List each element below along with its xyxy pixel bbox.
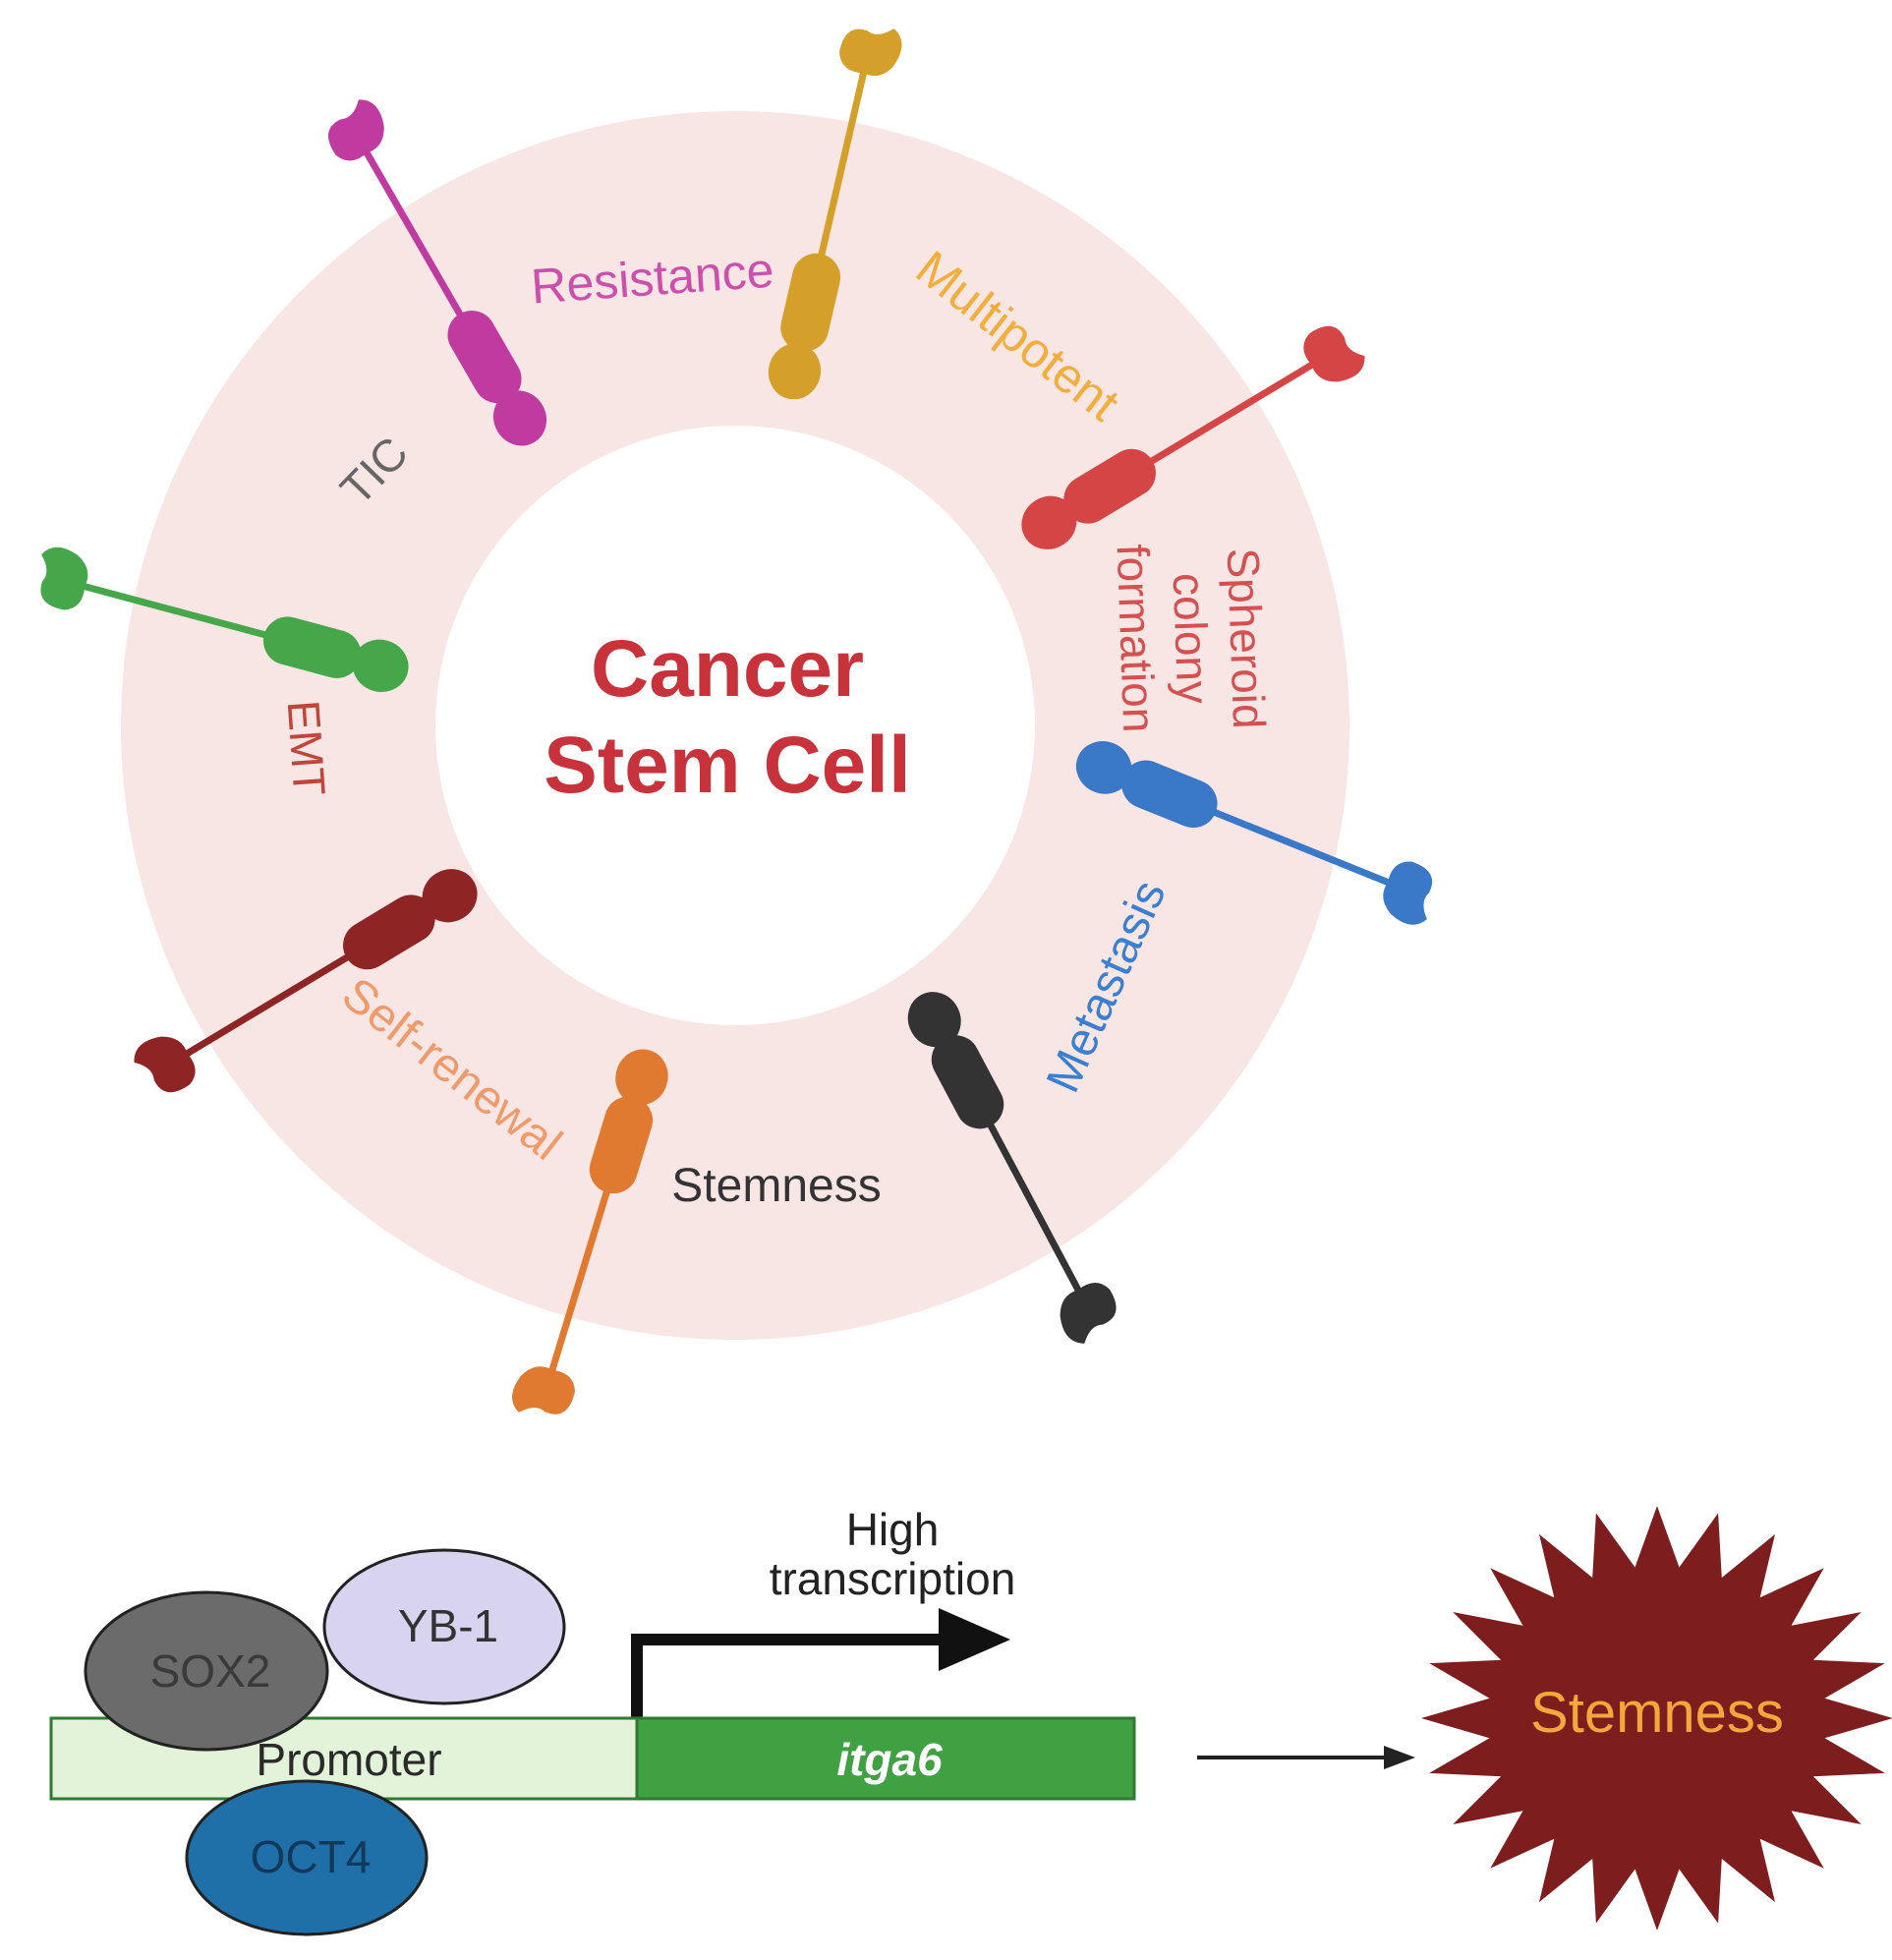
yb1-label: YB-1: [398, 1600, 498, 1651]
oct4-factor: [185, 1779, 429, 1936]
stemness-starburst: [1421, 1506, 1892, 1931]
result-arrow-head: [1384, 1746, 1415, 1769]
transcription-arrowhead: [939, 1608, 1010, 1671]
oct4-label: OCT4: [251, 1831, 372, 1882]
high-transcription-line1: High: [846, 1504, 940, 1555]
high-transcription-line2: transcription: [770, 1553, 1016, 1604]
label-spheroid-line3: formation: [1108, 544, 1166, 733]
center-title-line1: Cancer: [591, 624, 864, 714]
gene-label: itga6: [836, 1734, 943, 1785]
sox2-label: SOX2: [150, 1645, 271, 1697]
promoter-label: Promoter: [256, 1734, 441, 1785]
yb1-factor: [322, 1548, 566, 1705]
label-stemness-ring: Stemness: [671, 1160, 881, 1212]
gene-bar: [635, 1716, 1136, 1801]
transcription-arrow: [631, 1634, 944, 1720]
label-spheroid-line1: Spheroid: [1218, 548, 1275, 730]
sox2-factor: [84, 1590, 329, 1752]
stemness-outcome-label: Stemness: [1530, 1681, 1784, 1745]
center-title-line2: Stem Cell: [544, 721, 911, 810]
label-spheroid-line2: colony: [1164, 572, 1220, 705]
label-emt: EMT: [278, 699, 336, 798]
cell-core: [435, 426, 1035, 1025]
